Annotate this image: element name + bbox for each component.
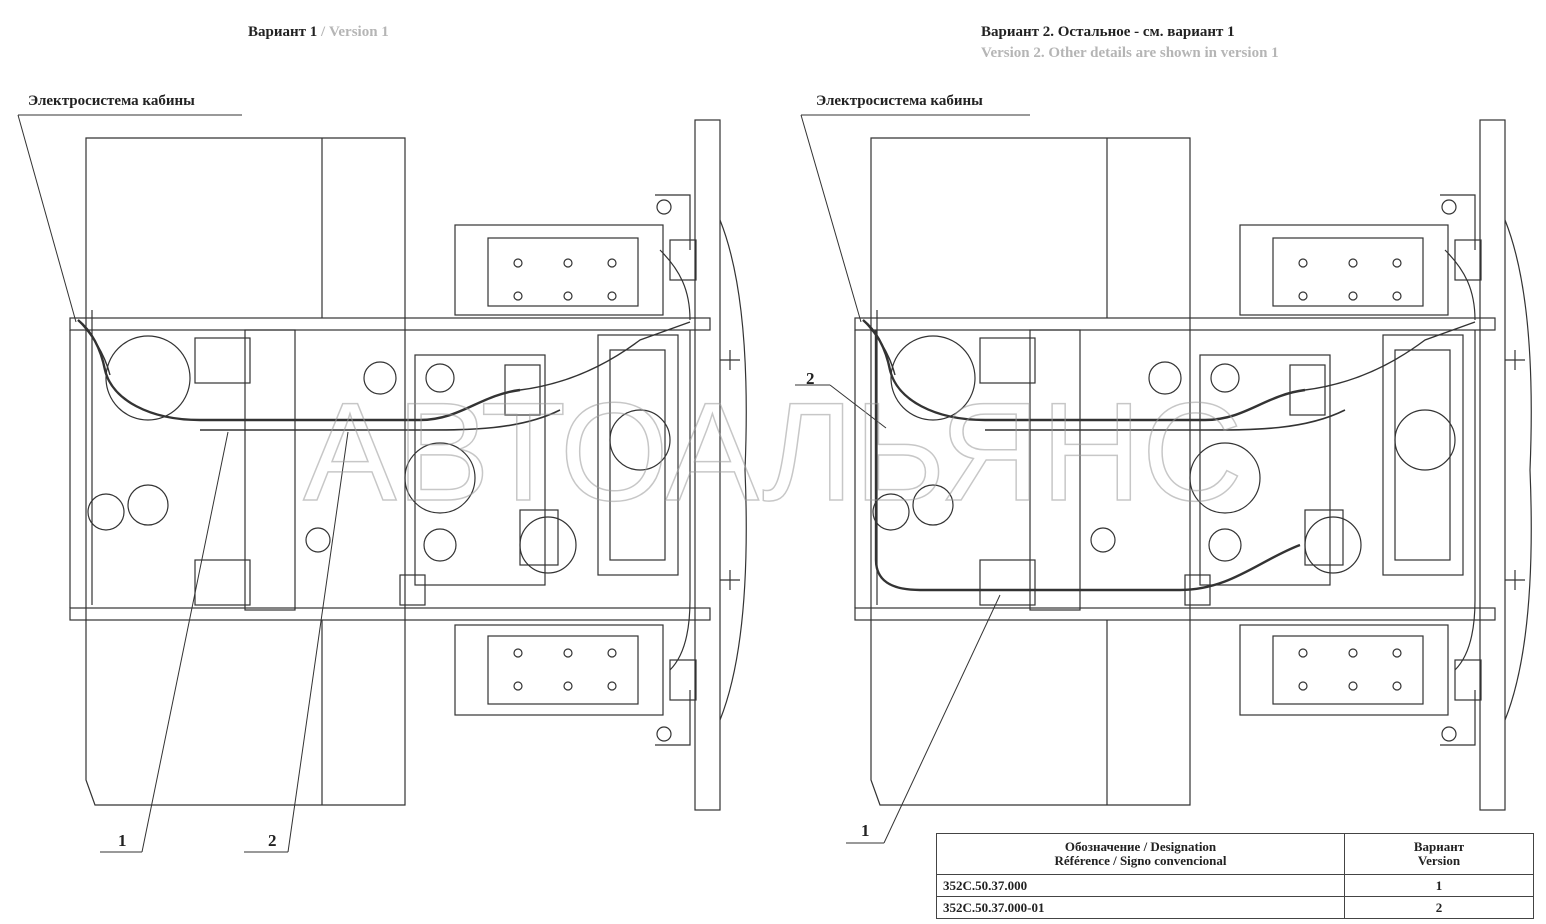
variant-2-title-en: Version 2. Other details are shown in ve…	[981, 45, 1279, 61]
callout-left-2: 2	[268, 831, 277, 850]
leader-left-1	[141, 431, 229, 853]
variant-1-title-en: Version 1	[328, 24, 389, 40]
leader-right-1	[883, 594, 1001, 844]
spec-designation: 352С.50.37.000-01	[936, 896, 1345, 919]
variant-1-title-ru: Вариант 1	[248, 24, 318, 40]
variant-1-title: Вариант 1 / Version 1	[248, 24, 389, 41]
callout-right-2: 2	[806, 369, 815, 388]
leader-cab-electrics-left	[17, 114, 77, 323]
spec-header-designation: Обозначение / Designation Référence / Si…	[936, 833, 1345, 875]
table-row: 352С.50.37.000 1	[936, 874, 1534, 897]
leader-cab-electrics-right	[800, 114, 862, 323]
spec-header-version: Вариант Version	[1344, 833, 1534, 875]
table-row: 352С.50.37.000-01 2	[936, 896, 1534, 919]
spec-table: Обозначение / Designation Référence / Si…	[936, 833, 1534, 919]
variant-2-title-ru: Вариант 2. Остальное - см. вариант 1	[981, 24, 1235, 40]
cab-electrics-label-left: Электросистема кабины	[28, 93, 195, 109]
watermark: АВТОАЛЬЯНС	[303, 373, 1243, 530]
cab-electrics-label-right: Электросистема кабины	[816, 93, 983, 109]
harness-variant-2-lower	[874, 330, 1301, 592]
leader-left-2	[287, 431, 349, 853]
callout-left-1: 1	[118, 831, 127, 850]
title-separator: /	[317, 24, 329, 40]
spec-version: 1	[1344, 874, 1534, 897]
callout-right-1: 1	[861, 821, 870, 840]
spec-designation: 352С.50.37.000	[936, 874, 1345, 897]
spec-version: 2	[1344, 896, 1534, 919]
